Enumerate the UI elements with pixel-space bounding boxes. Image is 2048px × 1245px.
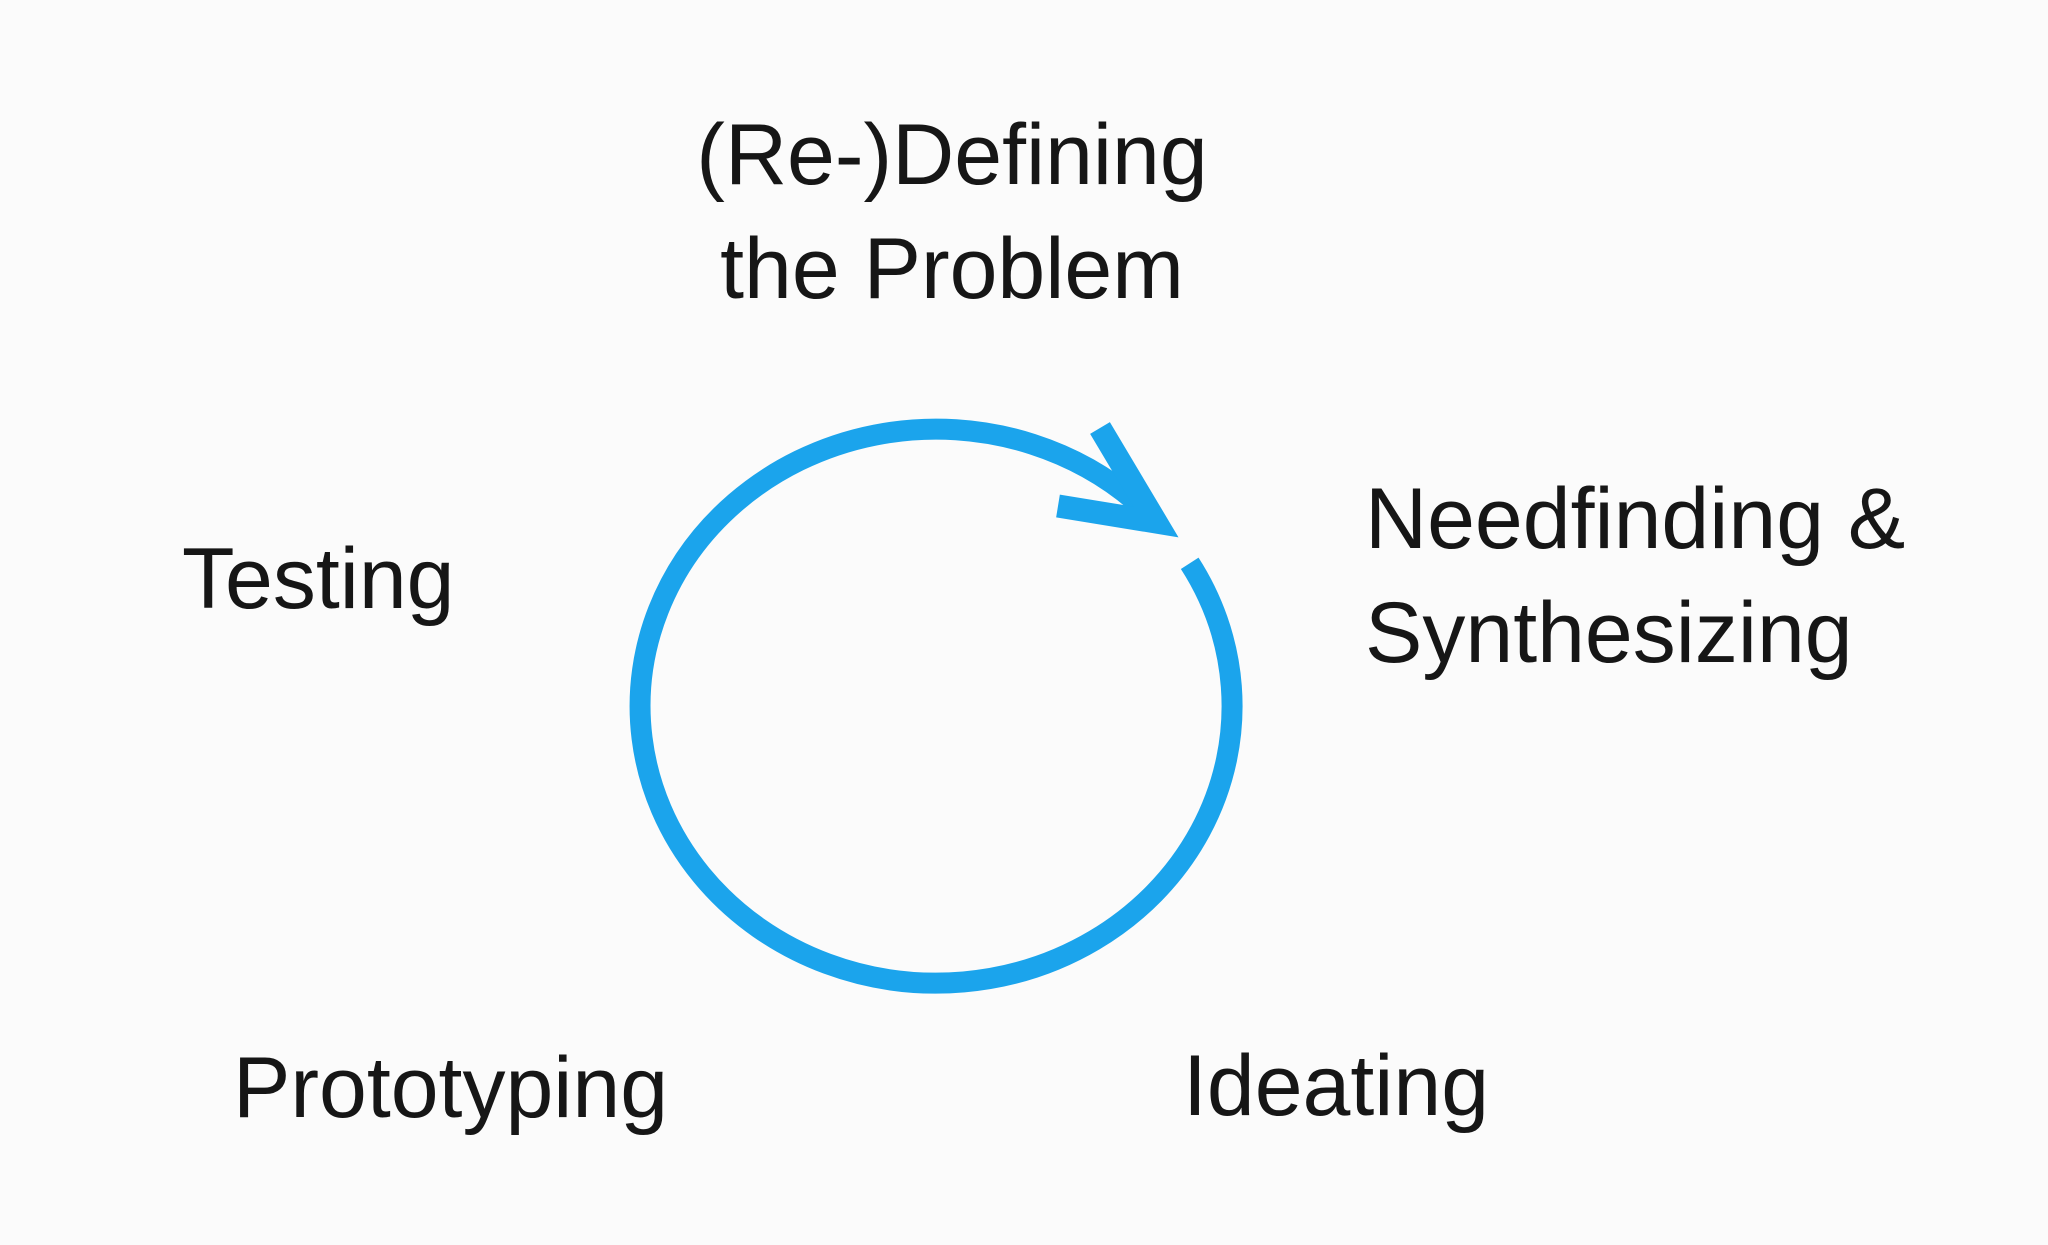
stage-label-line: Synthesizing (1365, 585, 1853, 681)
stage-label-line: Testing (182, 531, 455, 627)
stage-label-ideating: Ideating (1183, 1029, 1489, 1143)
arrowhead-icon (1056, 422, 1179, 538)
stage-label-line: Ideating (1183, 1038, 1490, 1134)
stage-label-line: (Re-)Defining (696, 107, 1208, 203)
stage-label-prototyping: Prototyping (233, 1031, 668, 1145)
stage-label-testing: Testing (182, 522, 455, 636)
stage-label-line: the Problem (720, 221, 1184, 317)
stage-label-line: Prototyping (233, 1040, 669, 1136)
stage-label-needfinding-synthesizing: Needfinding & Synthesizing (1365, 462, 1905, 690)
stage-label-line: Needfinding & (1365, 471, 1906, 567)
cycle-arc (629, 418, 1243, 994)
stage-label-redefining-the-problem: (Re-)Defining the Problem (696, 98, 1207, 326)
